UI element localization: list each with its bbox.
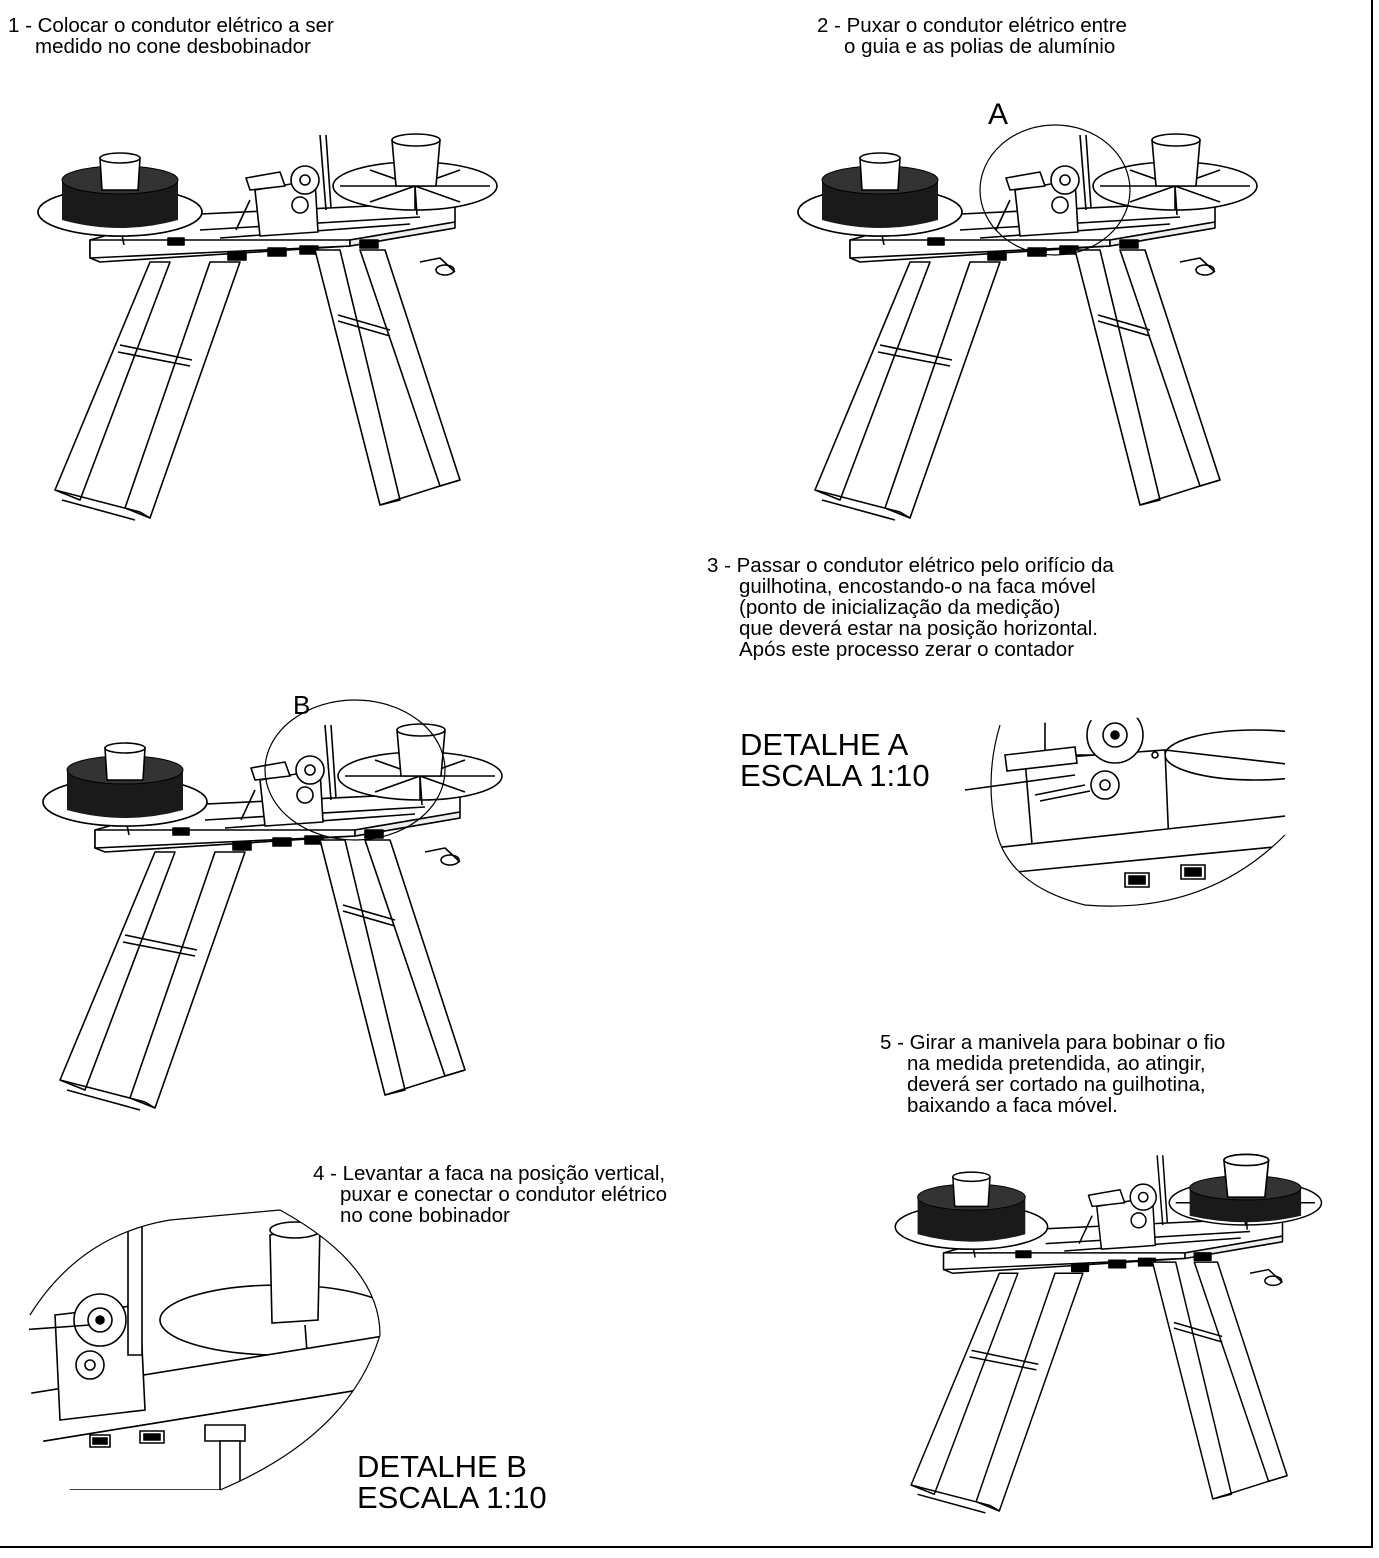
machine-drawing-step-1 — [37, 133, 498, 521]
step-1-line-1: 1 - Colocar o condutor elétrico a ser — [8, 14, 334, 37]
step-4-line-2: puxar e conectar o condutor elétrico — [340, 1183, 668, 1206]
step-3-caption: 3 - Passar o condutor elétrico pelo orif… — [707, 555, 1114, 660]
step-5-line-1: 5 - Girar a manivela para bobinar o fio — [880, 1031, 1226, 1054]
step-5-line-4: baixando a faca móvel. — [907, 1094, 1118, 1117]
machine-drawing-step-2 — [797, 0, 1258, 521]
step-3-line-2: guilhotina, encostando-o na faca móvel — [739, 575, 1096, 598]
step-4-caption: 4 - Levantar a faca na posição vertical,… — [313, 1163, 667, 1226]
step-2-line-1: 2 - Puxar o condutor elétrico entre — [817, 14, 1127, 37]
detail-b-letter: B — [293, 690, 311, 720]
detail-a-circle — [980, 125, 1130, 255]
detail-b-circle — [265, 700, 445, 840]
machine-drawing-step-4 — [42, 590, 503, 1111]
step-2-line-2: o guia e as polias de alumínio — [844, 35, 1116, 58]
detail-a-scale: ESCALA 1:10 — [740, 758, 930, 793]
machine-drawing-step-5 — [894, 1030, 1323, 1514]
step-3-line-5: Após este processo zerar o contador — [739, 638, 1075, 661]
detail-a-view — [965, 710, 1295, 915]
detail-a-letter: A — [988, 98, 1009, 131]
detail-b-scale: ESCALA 1:10 — [357, 1480, 547, 1515]
step-5-line-3: deverá ser cortado na guilhotina, — [907, 1073, 1206, 1096]
step-3-line-4: que deverá estar na posição horizontal. — [739, 617, 1098, 640]
detail-b-title-text: DETALHE B — [357, 1449, 527, 1484]
step-5-line-2: na medida pretendida, ao atingir, — [907, 1052, 1206, 1075]
step-3-line-3: (ponto de inicialização da medição) — [739, 596, 1061, 619]
step-1-line-2: medido no cone desbobinador — [35, 35, 311, 58]
step-3-line-1: 3 - Passar o condutor elétrico pelo orif… — [707, 554, 1114, 577]
detail-a-title-text: DETALHE A — [740, 727, 909, 762]
step-4-line-3: no cone bobinador — [340, 1204, 510, 1227]
detail-b-view — [28, 1205, 390, 1490]
step-4-line-1: 4 - Levantar a faca na posição vertical, — [313, 1162, 666, 1185]
